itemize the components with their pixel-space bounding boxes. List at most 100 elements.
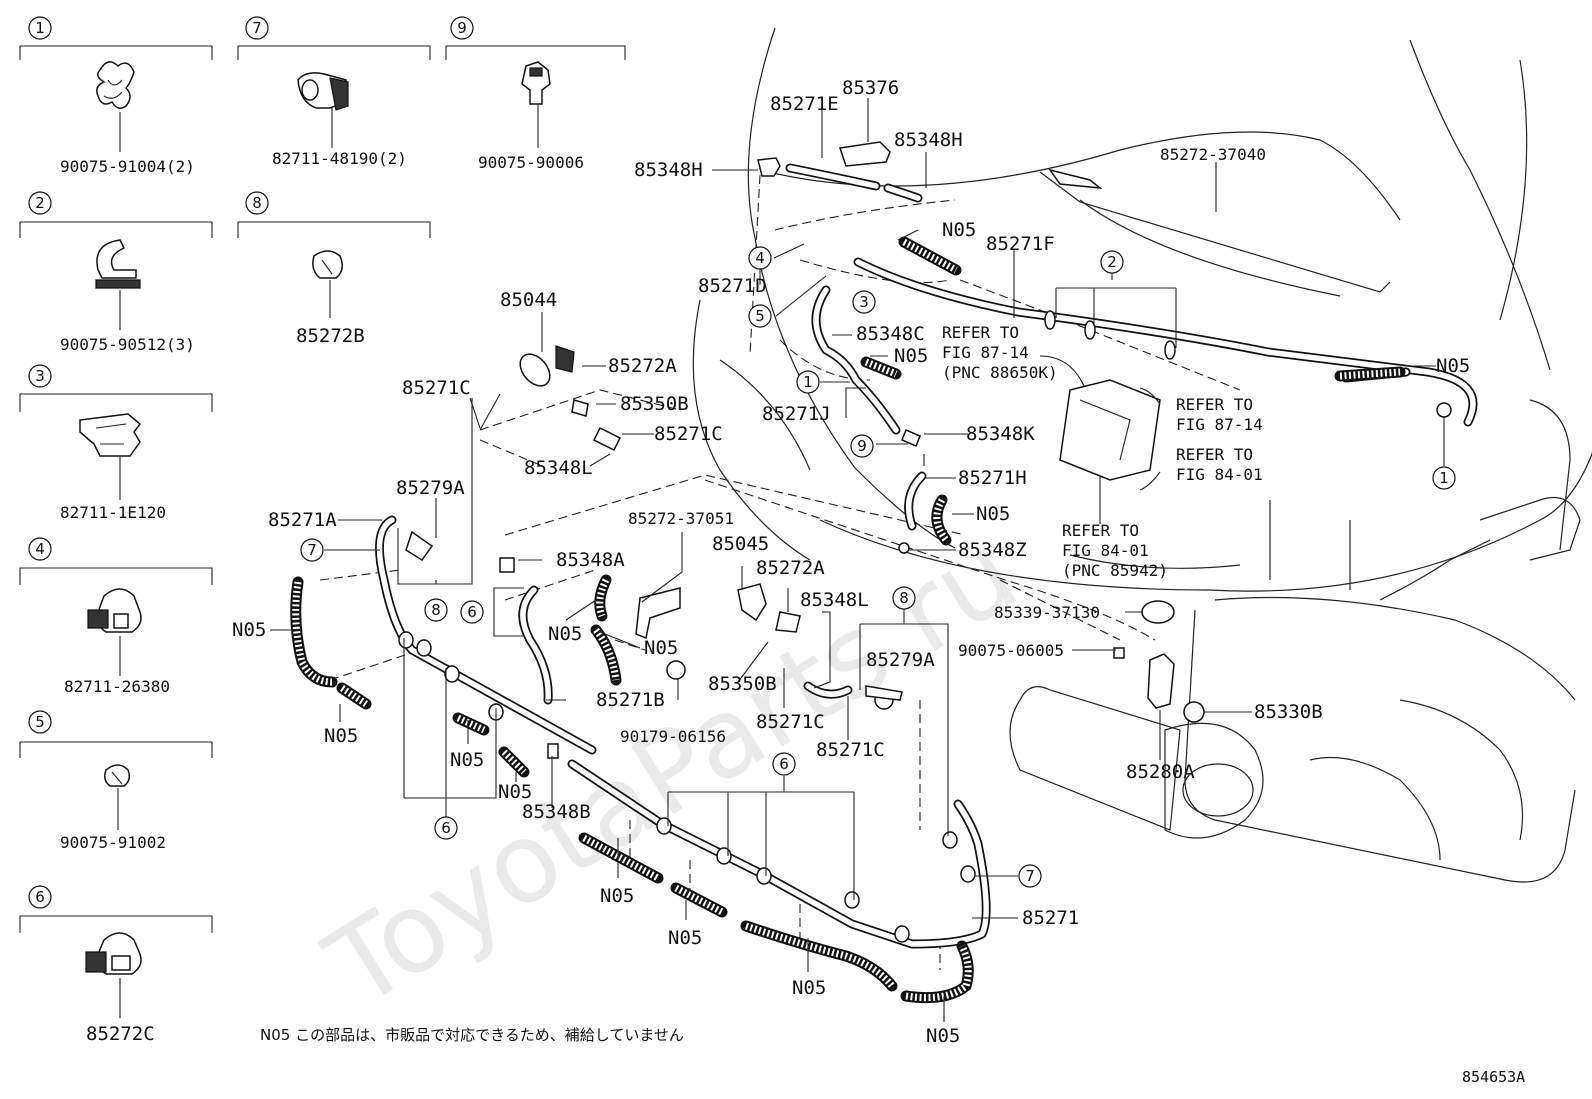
- hose-85271-main: [567, 759, 991, 949]
- label-85271C-c: 85271C: [756, 711, 825, 733]
- label-85271B: 85271B: [596, 689, 665, 711]
- clip-8-icon: [312, 250, 343, 279]
- clamp-4-icon: [87, 588, 142, 633]
- hose-85271H: [904, 471, 927, 531]
- label-n05-a: N05: [450, 749, 484, 771]
- label-85272-37051: 85272-37051: [628, 509, 734, 528]
- label-85350B-b: 85350B: [708, 673, 777, 695]
- clamp-2-icon: [95, 239, 141, 289]
- svg-text:7: 7: [1025, 867, 1035, 885]
- callout-6-bottom: 6: [772, 752, 796, 776]
- label-85271J: 85271J: [762, 403, 831, 425]
- legend-box-5: 5 90075-91002: [19, 710, 213, 852]
- ref1-line2: FIG 87-14: [942, 343, 1029, 362]
- callout-1-top: 1: [796, 370, 820, 394]
- legend-box-8: 8 85272B: [237, 191, 431, 347]
- label-85348K: 85348K: [966, 423, 1035, 445]
- label-85271C-d: 85271C: [816, 739, 885, 761]
- ref2-line2: FIG 87-14: [1176, 415, 1263, 434]
- ref4-line3: (PNC 85942): [1062, 561, 1168, 580]
- hose-85271D: [811, 285, 901, 435]
- label-85272A-a: 85272A: [608, 355, 677, 377]
- legend-box-3: 3 82711-1E120: [19, 364, 213, 522]
- label-n05-bot1: N05: [600, 885, 634, 907]
- label-85348A: 85348A: [556, 549, 625, 571]
- svg-text:5: 5: [755, 307, 765, 325]
- callout-7-left: 7: [300, 538, 324, 562]
- callout-3: 3: [852, 290, 876, 314]
- label-85348H-right: 85348H: [894, 129, 963, 151]
- legend-4-number: 4: [35, 540, 45, 558]
- label-85348Z: 85348Z: [958, 539, 1027, 561]
- svg-text:7: 7: [307, 541, 317, 559]
- label-n05-mid1: N05: [548, 623, 582, 645]
- label-85348L-a: 85348L: [524, 457, 593, 479]
- label-85271D: 85271D: [698, 275, 767, 297]
- label-85348B: 85348B: [522, 801, 591, 823]
- legend-3-part: 82711-1E120: [60, 503, 166, 522]
- callout-bubbles: 4 5 3 2 1 9 1 7 8 6 8 6 6 7: [300, 246, 1456, 888]
- legend-1-part: 90075-91004(2): [60, 157, 195, 176]
- callout-6-left: 6: [434, 816, 458, 840]
- n05-hoses: [290, 236, 1406, 1004]
- vehicle-body-outline: [692, 27, 1592, 883]
- label-90075-06005: 90075-06005: [958, 641, 1064, 660]
- hose-85271B: [518, 585, 553, 705]
- legend-7-part: 82711-48190(2): [272, 149, 407, 168]
- legend-6-part: 85272C: [86, 1023, 155, 1045]
- label-85045: 85045: [712, 533, 769, 555]
- legend-6-number: 6: [35, 888, 45, 906]
- hose-85271E: [785, 163, 881, 191]
- callout-8-right: 8: [892, 586, 916, 610]
- refer-to-notes: REFER TO FIG 87-14 (PNC 88650K) REFER TO…: [942, 323, 1263, 580]
- legend-5-part: 90075-91002: [60, 833, 166, 852]
- clip-3-icon: [79, 413, 142, 457]
- ref1-line1: REFER TO: [942, 323, 1019, 342]
- label-85348H-left: 85348H: [634, 159, 703, 181]
- label-n05-top: N05: [942, 219, 976, 241]
- legend-2-number: 2: [35, 194, 45, 212]
- svg-text:2: 2: [1107, 253, 1117, 271]
- callout-7-right: 7: [1018, 864, 1042, 888]
- svg-text:1: 1: [1439, 469, 1449, 487]
- label-85272-37040: 85272-37040: [1160, 145, 1266, 164]
- ref3-line2: FIG 84-01: [1176, 465, 1263, 484]
- label-85339-37130: 85339-37130: [994, 603, 1100, 622]
- figure-number: 854653A: [1462, 1068, 1525, 1086]
- label-n05-b: N05: [498, 781, 532, 803]
- ref1-line3: (PNC 88650K): [942, 363, 1058, 382]
- svg-text:6: 6: [779, 755, 789, 773]
- hose-85348H-right: [883, 183, 923, 203]
- clamp-6-icon: [85, 932, 142, 975]
- label-n05-h: N05: [976, 503, 1010, 525]
- legend-7-number: 7: [252, 19, 262, 37]
- label-85350B-a: 85350B: [620, 393, 689, 415]
- callout-4: 4: [748, 246, 772, 270]
- label-n05-c: N05: [894, 345, 928, 367]
- callout-6-mid: 6: [460, 600, 484, 624]
- label-85272A-b: 85272A: [756, 557, 825, 579]
- label-85271A: 85271A: [268, 509, 337, 531]
- legend-8-number: 8: [252, 194, 262, 212]
- legend-3-number: 3: [35, 367, 45, 385]
- ref4-line2: FIG 84-01: [1062, 541, 1149, 560]
- label-n05-mid2: N05: [644, 637, 678, 659]
- legend-box-7: 7 82711-48190(2): [237, 16, 431, 168]
- label-n05-bot2: N05: [668, 927, 702, 949]
- part-labels: 85376 85271E 85348H 85348H 85272-37040 N…: [232, 77, 1470, 1047]
- callout-1-right: 1: [1432, 466, 1456, 490]
- label-85348C: 85348C: [856, 323, 925, 345]
- component-parts: [398, 141, 1452, 943]
- label-85271C-a: 85271C: [654, 423, 723, 445]
- callout-8-left: 8: [424, 598, 448, 622]
- legend-box-9: 9 90075-90006: [445, 16, 626, 172]
- label-90179-06156: 90179-06156: [620, 727, 726, 746]
- callout-2: 2: [1100, 250, 1124, 274]
- legend-9-number: 9: [457, 19, 467, 37]
- clip-5-icon: [103, 764, 131, 787]
- legend-8-part: 85272B: [296, 325, 365, 347]
- ref2-line1: REFER TO: [1176, 395, 1253, 414]
- legend-box-2: 2 90075-90512(3): [19, 191, 213, 354]
- label-n05-right: N05: [1436, 355, 1470, 377]
